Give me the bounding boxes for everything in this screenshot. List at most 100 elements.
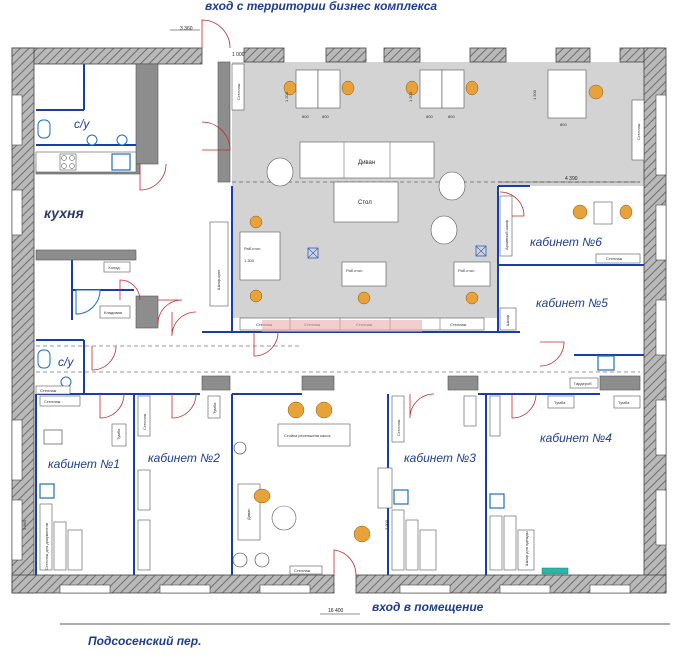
window-right-2 xyxy=(655,204,667,261)
door-office3[interactable] xyxy=(409,393,435,419)
outer-wall-top-mid4 xyxy=(469,47,507,63)
shelf-office1-top xyxy=(39,395,81,407)
desk-group-top-left xyxy=(283,69,355,109)
desk-group-lower-mid xyxy=(341,261,387,305)
door-office5[interactable] xyxy=(539,341,565,367)
window-right-5 xyxy=(655,489,667,546)
column-marker-2-x2 xyxy=(475,245,487,257)
wall-kitchen-right xyxy=(135,63,159,165)
kitchen-stove xyxy=(59,153,77,171)
dim-800-c: 800 xyxy=(426,114,433,119)
shelf-office3-1 xyxy=(391,509,405,571)
cabinet-office4-top xyxy=(547,395,575,409)
wardrobe-openspace-left xyxy=(209,221,229,307)
door-main-entrance[interactable] xyxy=(333,549,357,576)
coat-office5 xyxy=(569,377,599,389)
wardrobe-openspace-label: Шкаф-купе xyxy=(216,269,221,290)
dim-top-door: 1 000 xyxy=(232,52,245,58)
shelf-openspace-left-top xyxy=(231,63,245,111)
window-bottom-2 xyxy=(159,584,211,594)
reception-desk[interactable] xyxy=(277,423,351,447)
shelf-office6 xyxy=(595,253,641,264)
door-office2[interactable] xyxy=(171,393,197,419)
storage-box xyxy=(99,305,131,319)
wc-top-sink-1 xyxy=(86,134,98,146)
archive-cabinet-office6 xyxy=(499,195,513,257)
dim-1200-a: 1 200 xyxy=(284,91,289,102)
door-storage[interactable] xyxy=(157,299,183,325)
dim-1500: 1 500 xyxy=(532,89,537,100)
cabinet-office5 xyxy=(499,307,517,331)
window-bottom-4 xyxy=(399,584,451,594)
shelf-office3-3 xyxy=(419,529,437,571)
printer-office1 xyxy=(43,429,63,445)
fridge-kitchen xyxy=(103,261,131,273)
armchair-2 xyxy=(438,171,466,201)
door-openspace-bottom[interactable] xyxy=(253,331,279,357)
window-left-2 xyxy=(11,189,23,236)
door-office1[interactable] xyxy=(99,393,125,419)
window-bottom-1 xyxy=(59,584,111,594)
storage-box-label: Кладовая xyxy=(104,310,122,315)
chair-reception-1 xyxy=(287,401,305,419)
room-label-office2: кабинет №2 xyxy=(148,451,220,465)
door-entrance-bottom-left[interactable] xyxy=(171,311,197,337)
dim-top-left: 3 360 xyxy=(180,26,193,32)
outer-wall-top-mid5 xyxy=(555,47,591,63)
chair-office6-2 xyxy=(619,204,633,220)
dim-800-d: 800 xyxy=(448,114,455,119)
door-wc[interactable] xyxy=(91,345,117,371)
cabinet-office4-right-label: Тумба xyxy=(618,400,630,405)
door-corridor[interactable] xyxy=(119,279,141,301)
door-kitchen[interactable] xyxy=(139,163,167,191)
window-left-4 xyxy=(11,499,23,561)
dim-3960: 3 960 xyxy=(22,519,27,530)
fridge-kitchen-label: Холод. xyxy=(108,265,121,270)
entrance-territory-label: вход с территории бизнес комплекса xyxy=(205,0,437,13)
label-work-desk-1: Раб.стол xyxy=(244,246,261,251)
door-top-entrance[interactable] xyxy=(201,19,231,49)
cabinet-office4-top-label: Тумба xyxy=(554,400,566,405)
door-openspace[interactable] xyxy=(201,121,231,151)
window-left-1 xyxy=(11,94,23,146)
shower-tray xyxy=(75,289,101,315)
cabinet-office5-label: Шкаф xyxy=(505,314,510,326)
outer-wall-top-mid xyxy=(243,47,285,63)
shelf-office2-2 xyxy=(137,469,151,511)
wall-pillar-mid xyxy=(301,375,335,391)
window-bottom-6 xyxy=(589,584,631,594)
dim-right-top: 4 390 xyxy=(565,176,578,182)
cabinet-reception-top-label: Тумба xyxy=(212,402,217,414)
outer-wall-top-mid2 xyxy=(325,47,367,63)
kitchen-stove-burner-4 xyxy=(69,163,75,169)
door-office6[interactable] xyxy=(499,191,525,217)
chair-reception-2 xyxy=(315,401,333,419)
sofa-openspace xyxy=(299,141,435,179)
kitchen-sink xyxy=(111,153,131,171)
plant-reception-1 xyxy=(232,552,248,568)
door-office4[interactable] xyxy=(511,393,537,419)
kitchen-stove-burner-3 xyxy=(61,163,67,169)
shelf-office2-3 xyxy=(137,519,151,571)
shelf-reception-bottom-label: Стеллаж xyxy=(294,568,311,573)
shelf-corridor-left xyxy=(35,385,71,395)
wall-pillar-f xyxy=(35,249,137,261)
sink-office1 xyxy=(39,483,55,499)
locker-office4-label: Шкаф для одежды xyxy=(524,531,529,566)
room-label-kitchen: кухня xyxy=(44,205,84,221)
shelf-office1-3 xyxy=(67,529,83,571)
meeting-table xyxy=(333,181,399,223)
kitchen-stove-burner-2 xyxy=(69,155,75,161)
shelf-label-bottom-4: Стеллаж xyxy=(450,322,467,327)
dim-bottom: 16 400 xyxy=(328,608,344,614)
column-marker-2 xyxy=(475,245,487,257)
shelf-office2-label: Стеллаж xyxy=(142,413,147,430)
archive-cabinet-label: Архивный шкаф xyxy=(504,219,509,250)
dim-800-b: 800 xyxy=(322,114,329,119)
room-label-office6: кабинет №6 xyxy=(530,235,602,249)
room-label-office3: кабинет №3 xyxy=(404,451,476,465)
shelf-office4-1 xyxy=(489,515,503,571)
radiator-office4 xyxy=(541,567,569,575)
shelf-office1-2 xyxy=(53,521,67,571)
